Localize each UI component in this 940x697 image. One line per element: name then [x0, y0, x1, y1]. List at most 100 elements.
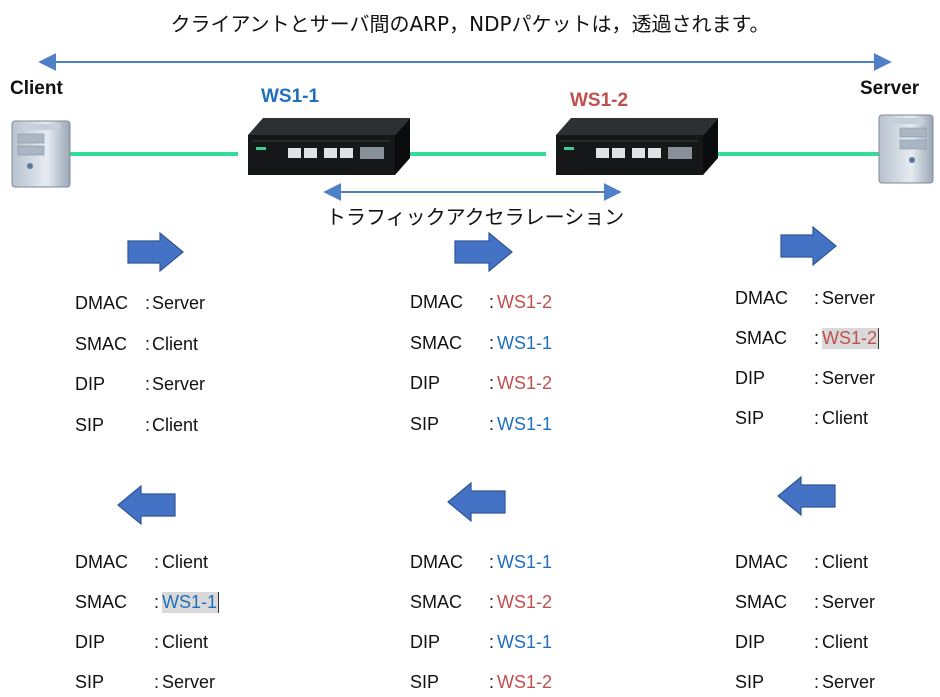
header-field-row: DIP:Server	[735, 368, 935, 392]
field-key: DMAC	[75, 552, 128, 572]
field-separator: :	[814, 672, 820, 692]
header-field-row: DIP:Server	[75, 374, 275, 398]
field-value: Client	[822, 632, 869, 652]
field-value: WS1-1	[497, 552, 553, 572]
field-value: WS1-2	[497, 373, 553, 393]
field-separator: :	[814, 328, 820, 348]
right-arrow-icon	[780, 225, 837, 267]
field-separator: :	[814, 552, 820, 572]
field-value: Server	[822, 368, 876, 388]
field-key: DMAC	[410, 292, 463, 312]
header-field-row: SIP:Client	[75, 415, 275, 439]
header-field-row: SMAC:WS1-2	[410, 592, 610, 616]
header-field-row: SIP:Client	[735, 408, 935, 432]
header-field-row: SMAC:Client	[75, 334, 275, 358]
field-key: DIP	[735, 632, 766, 652]
field-separator: :	[814, 592, 820, 612]
header-field-row: SMAC:WS1-1	[410, 333, 610, 357]
header-field-row: DMAC:WS1-1	[410, 552, 610, 576]
field-value: Server	[822, 288, 876, 308]
field-key: SIP	[75, 672, 105, 692]
field-key: DIP	[75, 632, 106, 652]
header-field-row: DIP:Client	[735, 632, 935, 656]
server-pc-icon	[878, 114, 934, 184]
field-value: Server	[822, 592, 876, 612]
field-key: SMAC	[735, 328, 788, 348]
field-separator: :	[814, 288, 820, 308]
field-separator: :	[814, 408, 820, 428]
field-key: SMAC	[410, 592, 463, 612]
field-separator: :	[814, 368, 820, 388]
field-separator: :	[154, 632, 160, 652]
field-separator: :	[489, 413, 495, 434]
field-separator: :	[489, 552, 495, 572]
field-key: SMAC	[75, 592, 128, 612]
field-key: SMAC	[75, 333, 128, 354]
field-key: DMAC	[75, 293, 128, 313]
field-key: DMAC	[410, 552, 463, 572]
field-value: Client	[152, 414, 199, 435]
field-value: Server	[162, 672, 216, 692]
header-field-row: SMAC:WS1-1	[75, 592, 275, 616]
header-field-row: DMAC:Server	[75, 293, 275, 317]
field-value: Client	[162, 552, 209, 572]
header-field-row: SIP:Server	[75, 672, 275, 696]
left-arrow-icon	[117, 484, 176, 526]
ws1-1-appliance-icon	[248, 118, 410, 175]
right-arrow-icon	[454, 231, 513, 273]
field-separator: :	[489, 592, 495, 612]
field-value: WS1-2	[497, 592, 553, 612]
field-separator: :	[489, 632, 495, 652]
field-key: DIP	[410, 632, 441, 652]
field-value: Client	[822, 408, 869, 428]
header-field-row: DMAC:Client	[75, 552, 275, 576]
field-value: WS1-2	[497, 672, 553, 692]
left-arrow-icon	[447, 481, 506, 523]
field-key: DIP	[75, 374, 106, 394]
field-value: WS1-1	[497, 332, 553, 353]
acceleration-label: トラフィックアクセラレーション	[326, 205, 625, 229]
server-label: Server	[860, 78, 920, 99]
header-field-row: DMAC:WS1-2	[410, 292, 610, 316]
field-separator: :	[154, 672, 160, 692]
field-value: WS1-2	[497, 292, 553, 312]
client-pc-icon	[11, 120, 71, 188]
field-value: WS1-2	[822, 328, 880, 349]
field-key: DMAC	[735, 288, 788, 308]
field-value: Server	[822, 672, 876, 692]
field-key: DIP	[410, 373, 441, 393]
header-field-row: SIP:WS1-2	[410, 672, 610, 696]
field-key: SMAC	[410, 332, 463, 353]
field-separator: :	[154, 552, 160, 572]
header-field-row: SIP:Server	[735, 672, 935, 696]
ws1-1-label: WS1-1	[261, 86, 320, 107]
field-key: SIP	[410, 672, 440, 692]
field-separator: :	[154, 592, 160, 612]
field-separator: :	[145, 374, 151, 394]
field-separator: :	[489, 672, 495, 692]
field-separator: :	[814, 632, 820, 652]
field-key: SMAC	[735, 592, 788, 612]
header-field-row: DMAC:Server	[735, 288, 935, 312]
field-value: Client	[152, 333, 199, 354]
field-separator: :	[145, 333, 151, 354]
field-value: Client	[822, 552, 869, 572]
field-key: SIP	[75, 414, 105, 435]
header-field-row: DIP:WS1-2	[410, 373, 610, 397]
field-separator: :	[489, 332, 495, 353]
field-value: WS1-1	[162, 592, 220, 613]
client-label: Client	[10, 78, 63, 99]
ws1-2-appliance-icon	[556, 118, 718, 175]
header-field-row: DIP:Client	[75, 632, 275, 656]
right-arrow-icon	[127, 231, 184, 273]
field-separator: :	[145, 293, 151, 313]
field-key: SIP	[410, 413, 440, 434]
field-value: WS1-1	[497, 413, 553, 434]
field-key: SIP	[735, 672, 765, 692]
header-field-row: DIP:WS1-1	[410, 632, 610, 656]
ws1-2-label: WS1-2	[570, 90, 629, 111]
field-value: Server	[152, 374, 206, 394]
field-separator: :	[145, 414, 151, 435]
page-title: クライアントとサーバ間のARP，NDPパケットは，透過されます。	[170, 12, 770, 36]
